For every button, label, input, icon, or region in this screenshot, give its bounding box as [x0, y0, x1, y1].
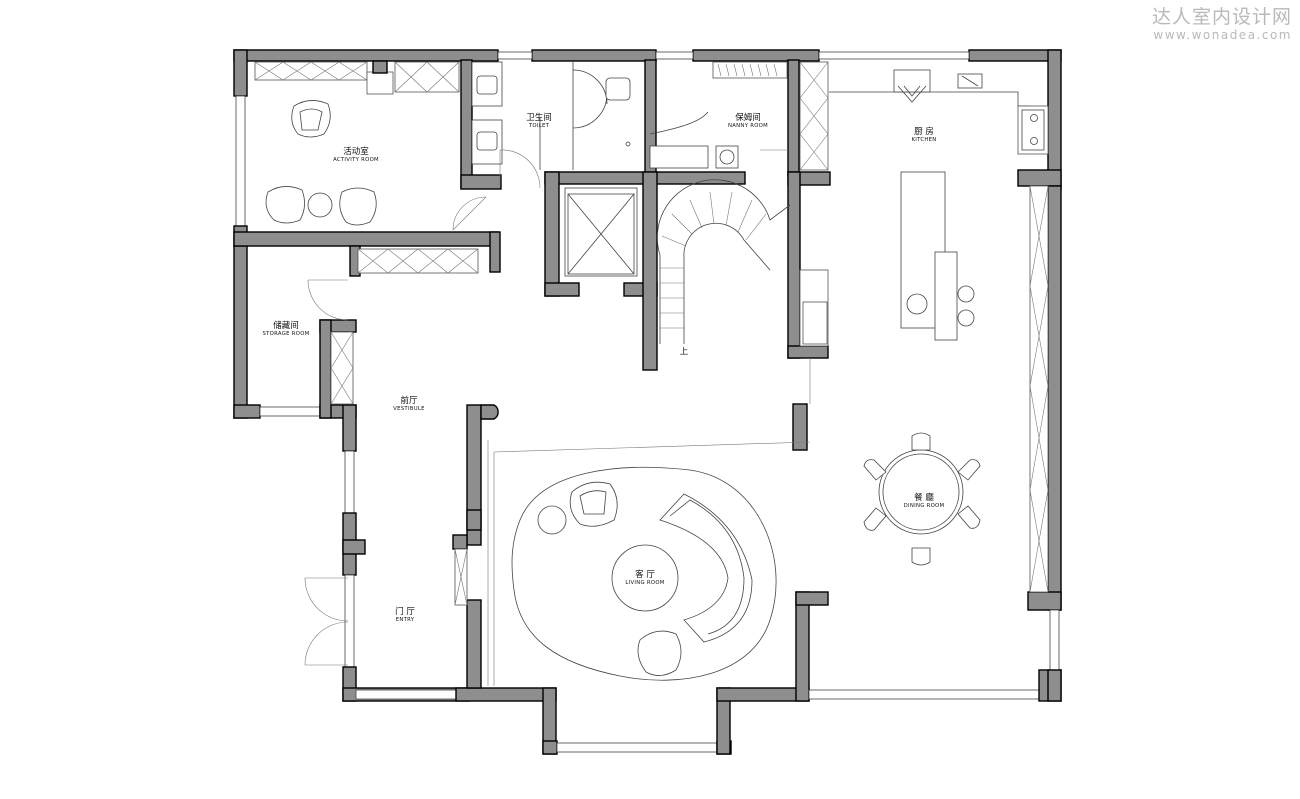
- room-labels: 活动室 ACTIVITY ROOM 卫生间 TOILET 保姆间 NANNY R…: [262, 112, 944, 623]
- watermark-title: 达人室内设计网: [1151, 6, 1292, 28]
- living-room-furniture: [487, 440, 811, 686]
- label-kitchen-en: KITCHEN: [911, 137, 936, 143]
- label-living-room-en: LIVING ROOM: [625, 580, 664, 586]
- doors: [304, 149, 811, 666]
- staircase: [656, 179, 791, 344]
- label-toilet-en: TOILET: [528, 123, 550, 129]
- label-entry-en: ENTRY: [396, 617, 415, 623]
- label-activity-room: 活动室: [343, 146, 369, 157]
- label-activity-room-en: ACTIVITY ROOM: [333, 157, 379, 163]
- label-nanny-room-en: NANNY ROOM: [728, 123, 768, 129]
- label-toilet: 卫生间: [526, 112, 552, 123]
- cabinets: [254, 60, 1049, 606]
- label-dining-room-en: DINING ROOM: [904, 503, 945, 509]
- label-entry: 门 厅: [395, 606, 415, 617]
- label-storage-room-en: STORAGE ROOM: [262, 331, 309, 337]
- label-storage-room: 储藏间: [273, 320, 299, 331]
- elevator: [564, 187, 638, 277]
- dining-furniture: [863, 432, 981, 566]
- label-stair-up: 上: [680, 347, 689, 357]
- label-vestibule: 前厅: [400, 395, 418, 406]
- label-kitchen: 厨 房: [914, 126, 934, 137]
- watermark-url: www.wonadea.com: [1153, 28, 1292, 42]
- label-nanny-room: 保姆间: [735, 112, 761, 123]
- exterior-walls: [233, 49, 1062, 755]
- bathroom-fixtures: [471, 61, 739, 170]
- label-living-room: 客 厅: [635, 569, 655, 580]
- label-vestibule-en: VESTIBULE: [393, 406, 425, 412]
- watermark: 达人室内设计网 www.wonadea.com: [1152, 6, 1292, 42]
- interior-walls: [233, 59, 831, 689]
- activity-furniture: [265, 100, 377, 226]
- label-dining-room: 餐 廳: [914, 492, 934, 503]
